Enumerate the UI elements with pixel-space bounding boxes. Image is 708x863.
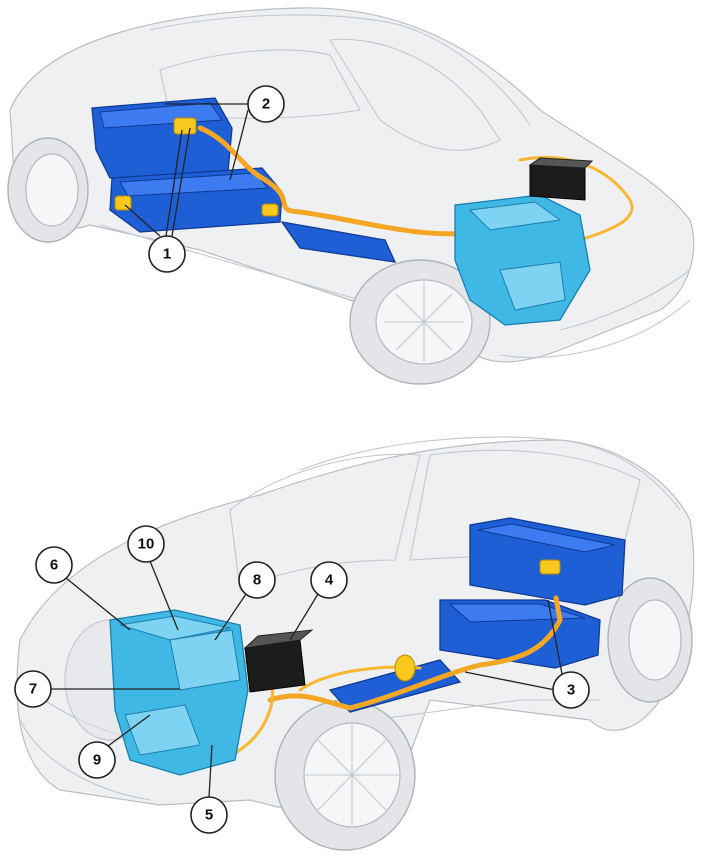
top-rear-wheel xyxy=(8,138,88,242)
bottom-rear-wheel xyxy=(608,578,692,702)
svg-text:4: 4 xyxy=(325,572,334,589)
svg-text:5: 5 xyxy=(205,807,213,824)
top-car-view: 2 1 xyxy=(8,8,694,384)
svg-text:9: 9 xyxy=(93,752,101,769)
svg-text:6: 6 xyxy=(50,557,58,574)
bottom-front-wheel xyxy=(275,700,415,850)
svg-text:1: 1 xyxy=(163,246,171,263)
svg-text:10: 10 xyxy=(138,536,155,553)
top-connector-mid xyxy=(262,204,278,216)
svg-text:7: 7 xyxy=(29,681,37,698)
top-connector-upper xyxy=(174,118,196,134)
top-aux-battery xyxy=(530,158,592,200)
svg-text:3: 3 xyxy=(567,682,575,699)
svg-text:8: 8 xyxy=(253,572,261,589)
svg-text:2: 2 xyxy=(262,96,270,113)
top-battery-upper xyxy=(92,98,232,178)
top-battery-lower xyxy=(110,168,282,232)
bottom-front-power-units xyxy=(110,610,248,775)
bottom-car-view: 3 4 5 6 7 8 xyxy=(15,437,694,850)
bottom-connector-battery xyxy=(540,560,560,574)
bottom-connector-charge xyxy=(395,655,415,681)
